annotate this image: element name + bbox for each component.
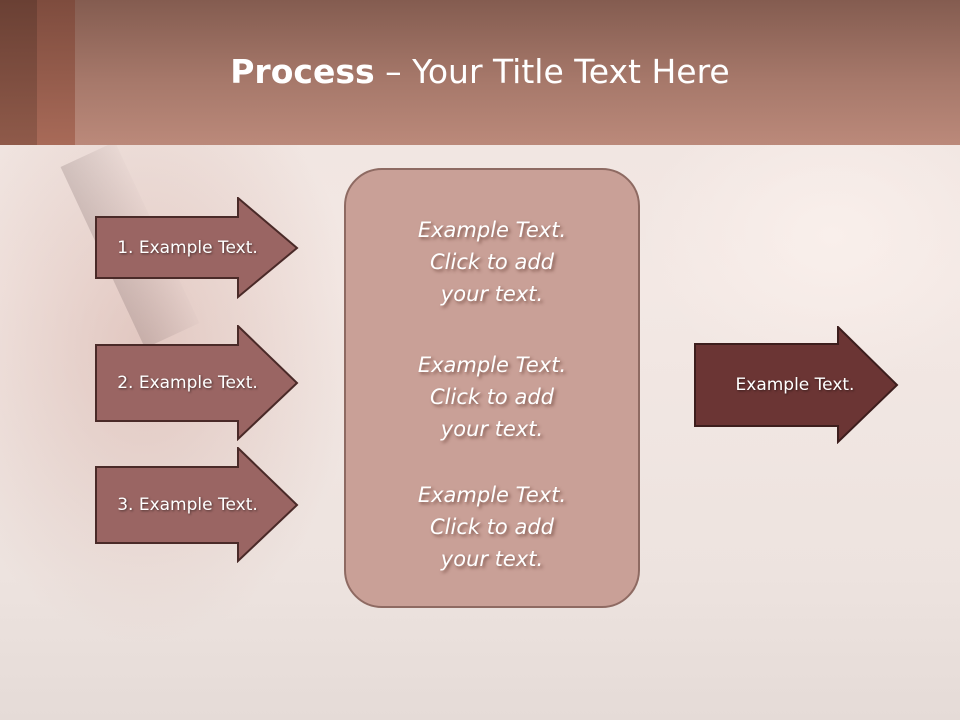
arrow-right-icon bbox=[95, 197, 299, 299]
paragraph-line: Example Text. bbox=[417, 353, 567, 377]
decor-stripe-dark bbox=[0, 0, 37, 145]
arrow-right-icon bbox=[694, 326, 899, 444]
arrow-label: 1. Example Text. bbox=[117, 238, 258, 258]
center-paragraph-1[interactable]: Example Text. Click to add your text. bbox=[346, 214, 638, 310]
arrow-label: 2. Example Text. bbox=[117, 373, 258, 393]
paragraph-line: Click to add bbox=[429, 250, 554, 274]
title-bold: Process bbox=[230, 52, 375, 91]
paragraph-line: your text. bbox=[440, 417, 544, 441]
title-rest: – Your Title Text Here bbox=[374, 52, 730, 91]
process-arrow-1[interactable]: 1. Example Text. bbox=[95, 197, 300, 299]
process-arrow-2[interactable]: 2. Example Text. bbox=[95, 325, 300, 441]
paragraph-line: Example Text. bbox=[417, 218, 567, 242]
arrow-right-icon bbox=[95, 447, 299, 563]
arrow-label: Example Text. bbox=[735, 375, 855, 395]
paragraph-line: your text. bbox=[440, 547, 544, 571]
paragraph-line: your text. bbox=[440, 282, 544, 306]
paragraph-line: Click to add bbox=[429, 385, 554, 409]
paragraph-line: Example Text. bbox=[417, 483, 567, 507]
arrow-label: 3. Example Text. bbox=[117, 495, 258, 515]
process-arrow-3[interactable]: 3. Example Text. bbox=[95, 447, 300, 563]
background-photo-light bbox=[640, 140, 960, 380]
center-paragraph-2[interactable]: Example Text. Click to add your text. bbox=[346, 349, 638, 445]
decor-stripe-light bbox=[37, 0, 75, 145]
result-arrow[interactable]: Example Text. bbox=[694, 326, 900, 444]
slide-title[interactable]: Process – Your Title Text Here bbox=[0, 52, 960, 91]
paragraph-line: Click to add bbox=[429, 515, 554, 539]
title-bar: Process – Your Title Text Here bbox=[0, 0, 960, 145]
center-text-box[interactable]: Example Text. Click to add your text. Ex… bbox=[344, 168, 640, 608]
arrow-right-icon bbox=[95, 325, 299, 441]
center-paragraph-3[interactable]: Example Text. Click to add your text. bbox=[346, 479, 638, 575]
